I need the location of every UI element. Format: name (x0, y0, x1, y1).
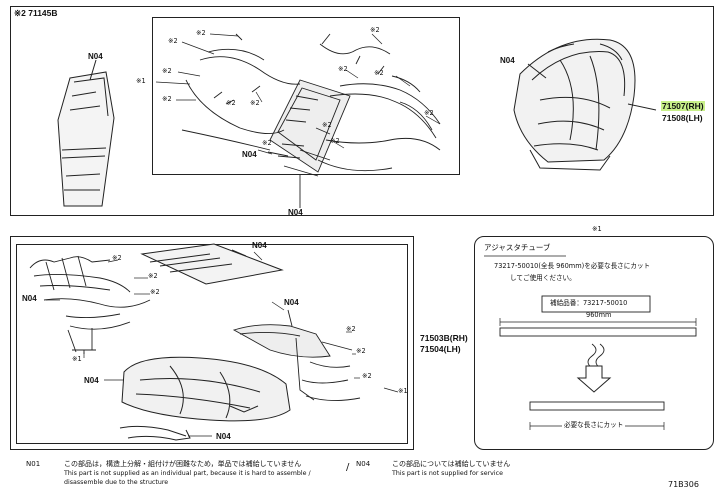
wire-clips (29, 255, 151, 354)
n04-left-backrest: N04 (88, 52, 103, 61)
center-cushion-frame (232, 309, 361, 401)
n04-clips: N04 (22, 294, 37, 303)
n04-center-b: N04 (288, 208, 303, 217)
top-mark-7: ※2 (226, 99, 236, 107)
cut-note: 必要な長さにカット (562, 421, 626, 430)
bottom-mark-2: ※2 (148, 272, 158, 280)
footer-n01-en-1: This part is not supplied as an individu… (64, 470, 311, 477)
footer-separator: / (346, 462, 350, 473)
n04-center-frame: N04 (284, 298, 299, 307)
top-mark-2: ※2 (196, 29, 206, 37)
bottom-mark-5: ※2 (346, 325, 356, 333)
top-mark-1: ※2 (168, 37, 178, 45)
bottom-leaders (46, 251, 399, 437)
bottom-mark-6: ※2 (356, 347, 366, 355)
seat-board (140, 243, 284, 285)
n04-trim: N04 (216, 432, 231, 441)
top-frame (10, 6, 714, 216)
footer-n04-en: This part is not supplied for service (392, 470, 503, 477)
top-mark-6: ※2 (162, 95, 172, 103)
n04-center-a: N04 (242, 150, 257, 159)
footer-n01-jp: この部品は，構造上分解・組付けが困難なため，単品では補給していません (64, 460, 302, 468)
callout-line-2: してご使用ください。 (510, 274, 576, 282)
top-mark-11: ※2 (424, 109, 434, 117)
top-mark-9: ※2 (338, 65, 348, 73)
adjuster-tube-callout (474, 236, 714, 450)
bottom-mark-8: ※1 (398, 387, 408, 395)
left-backrest-panel (57, 59, 115, 207)
top-group-label: ※2 71145B (14, 8, 58, 18)
footer-n04-jp: この部品については補給していません (392, 460, 511, 468)
part-71503b-rh: 71503B(RH) (420, 333, 468, 343)
footer-n01-en-2: disassemble due to the structure (64, 479, 169, 486)
top-mark-5: ※2 (162, 67, 172, 75)
top-mark-13: ※2 (330, 137, 340, 145)
footer-n04-code: N04 (356, 460, 371, 468)
n04-board: N04 (252, 241, 267, 250)
bottom-mark-4: ※1 (72, 355, 82, 363)
supply-part-number: 補給品番：73217-50010 (550, 299, 628, 307)
seat-trim-strip (119, 425, 191, 441)
part-71507-rh: 71507(RH) (661, 101, 705, 111)
top-leaders (155, 33, 441, 155)
top-mark-12: ※2 (322, 121, 332, 129)
bottom-mark-3: ※2 (150, 288, 160, 296)
tube-full (499, 327, 697, 337)
tube-cut (529, 401, 665, 411)
top-mark-4: ※1 (136, 77, 146, 85)
n04-right-seatback: N04 (500, 56, 515, 65)
bottom-left-frame (10, 236, 414, 450)
right-seatback-assembly (513, 38, 657, 171)
center-seat-frame (181, 33, 441, 208)
callout-title: アジャスタチューブ (484, 243, 551, 252)
bottom-mark-1: ※2 (112, 254, 122, 262)
seat-cushion (121, 356, 291, 422)
footer-n01-code: N01 (26, 460, 41, 468)
bottom-mark-7: ※2 (362, 372, 372, 380)
part-71508-lh: 71508(LH) (662, 113, 703, 123)
down-arrow-icon (576, 365, 612, 393)
top-mark-14: ※2 (262, 139, 272, 147)
top-mark-8: ※2 (250, 99, 260, 107)
top-inner-frame (152, 17, 460, 175)
figure-id: 71B306 (668, 480, 699, 489)
tube-length: 960mm (586, 311, 612, 319)
callout-line-1: 73217-50010(全長 960mm)を必要な長さにカット (494, 262, 651, 270)
top-mark-3: ※2 (370, 26, 380, 34)
callout-mark: ※1 (592, 225, 602, 233)
n04-cushion: N04 (84, 376, 99, 385)
part-71504-lh: 71504(LH) (420, 344, 461, 354)
top-mark-10: ※2 (374, 69, 384, 77)
